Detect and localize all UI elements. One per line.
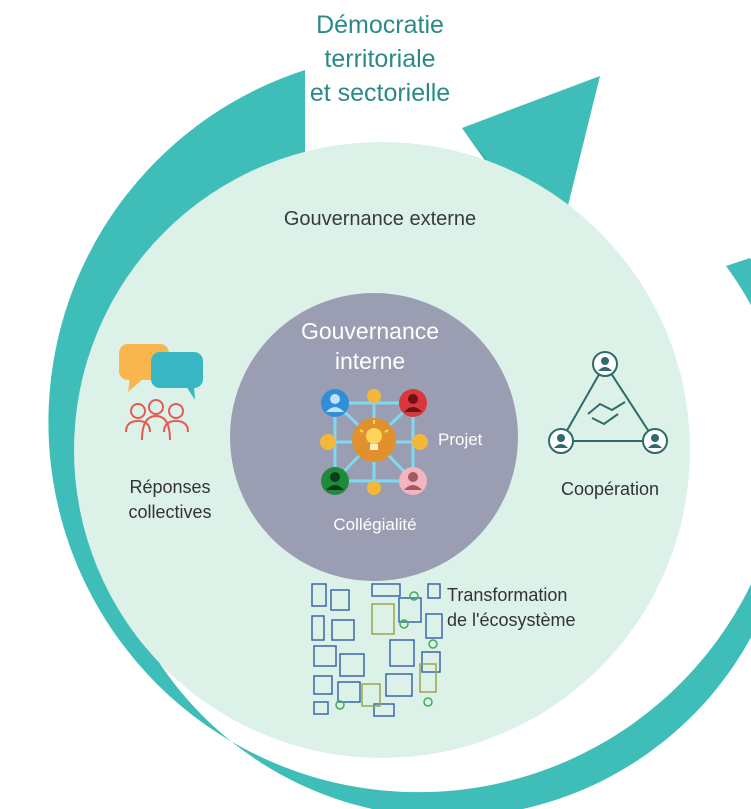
external-governance-label: Gouvernance externe (283, 208, 477, 230)
democracy-title: Démocratie territoriale et sectorielle (250, 8, 510, 110)
person-node-blue (321, 389, 349, 417)
title-line: et sectorielle (309, 79, 451, 107)
lightbulb-hub-icon (352, 418, 396, 462)
person-node-red (399, 389, 427, 417)
collegiality-label: Collégialité (333, 515, 417, 534)
left-label-line: collectives (128, 502, 212, 522)
collective-responses-label: Réponses collectives (100, 475, 240, 525)
speech-bubbles-people-icon (119, 344, 203, 441)
title-line: Démocratie (316, 11, 444, 39)
cooperation-label: Coopération (560, 479, 660, 499)
title-line: territoriale (324, 45, 436, 73)
ecosystem-transformation-label: Transformation de l'écosystème (447, 583, 576, 633)
project-label: Projet (438, 430, 483, 449)
network-small-nodes (320, 389, 428, 495)
bottom-label-line: Transformation (447, 585, 568, 605)
person-node-pink (399, 467, 427, 495)
internal-governance-title: Gouvernance interne (270, 316, 470, 376)
city-buildings-icon (311, 583, 443, 717)
inner-title-line: interne (334, 348, 406, 374)
left-label-line: Réponses (129, 477, 211, 497)
inner-title-line: Gouvernance (300, 318, 440, 344)
handshake-network-icon (548, 351, 668, 454)
bottom-label-line: de l'écosystème (447, 610, 576, 630)
person-node-green (321, 467, 349, 495)
